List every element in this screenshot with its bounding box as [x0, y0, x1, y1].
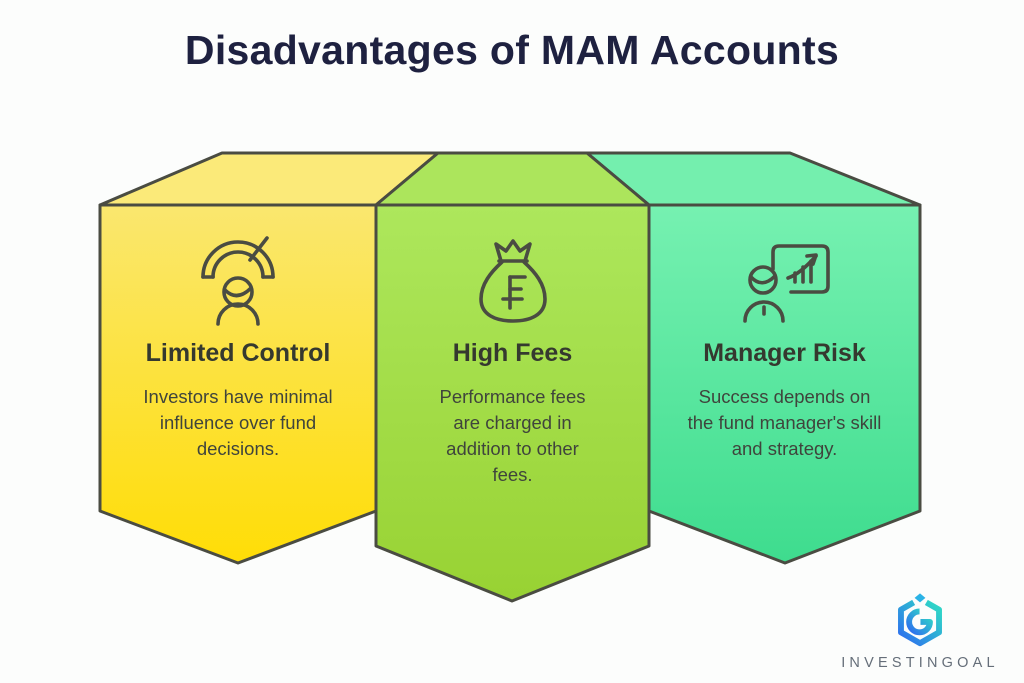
page-title: Disadvantages of MAM Accounts: [184, 27, 840, 73]
presenter-chart-icon: [737, 231, 833, 327]
brand-logo-mark: [898, 593, 942, 647]
banner-body-limited-control: [98, 203, 378, 565]
brand-wordmark: INVESTINGOAL: [841, 655, 999, 671]
banner-description: Performance fees are charged in addition…: [439, 386, 586, 485]
banner-body-high-fees: [374, 203, 651, 603]
gauge-person-icon: [190, 231, 286, 327]
banner-limited-control: Limited Control Investors have minimal i…: [100, 205, 376, 462]
banner-heading: Manager Risk: [703, 339, 866, 367]
banner-manager-risk: Manager Risk Success depends on the fund…: [649, 205, 920, 462]
banner-heading: High Fees: [452, 339, 573, 367]
money-bag-franc-icon: [465, 231, 561, 327]
brand-logo: INVESTINGOAL: [830, 592, 1010, 671]
banner-description: Investors have minimal influence over fu…: [143, 386, 333, 459]
logo-diamond: [914, 593, 926, 603]
banner-high-fees: High Fees Performance fees are charged i…: [376, 205, 649, 488]
banner-heading: Limited Control: [145, 339, 331, 367]
banner-description: Success depends on the fund manager's sk…: [687, 386, 882, 459]
